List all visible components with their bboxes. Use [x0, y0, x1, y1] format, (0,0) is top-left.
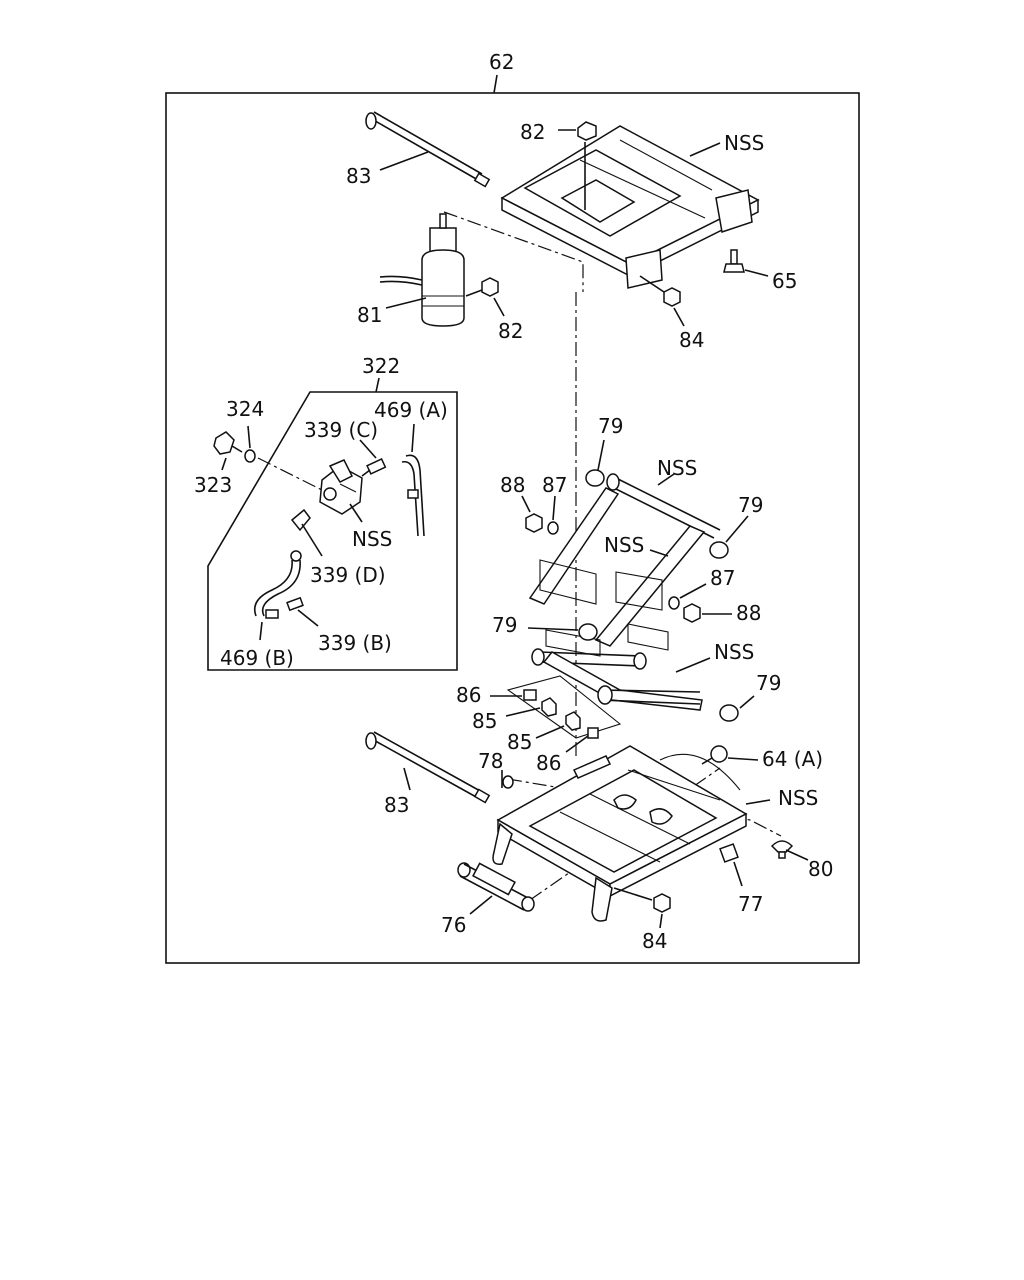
washer-324: [244, 449, 256, 463]
label-86-a: 86: [456, 683, 481, 707]
label-323: 323: [194, 473, 232, 497]
assembly-frame: [165, 92, 860, 964]
label-nss-valve: NSS: [352, 527, 392, 551]
label-81: 81: [357, 303, 382, 327]
nut-82-side: [481, 277, 499, 297]
hose-469a: [401, 454, 425, 537]
bolt-64a: [701, 745, 728, 765]
bolt-65: [723, 249, 745, 273]
hose-469b: [253, 550, 302, 619]
label-65: 65: [772, 269, 797, 293]
clip-78: [502, 775, 514, 789]
label-78: 78: [478, 749, 503, 773]
top-mounting-plate: [500, 125, 760, 289]
control-valve: [319, 459, 363, 515]
label-76: 76: [441, 913, 466, 937]
bushing-79-c: [578, 623, 598, 641]
label-nss-link1: NSS: [657, 456, 697, 480]
bushing-79-d: [719, 704, 739, 722]
label-79-d: 79: [756, 671, 781, 695]
label-83-top: 83: [346, 164, 371, 188]
label-85-b: 85: [507, 730, 532, 754]
label-84-bottom: 84: [642, 929, 667, 953]
label-nss-base: NSS: [778, 786, 818, 810]
label-nss-top: NSS: [724, 131, 764, 155]
label-82-side: 82: [498, 319, 523, 343]
label-86-b: 86: [536, 751, 561, 775]
bolt-323: [213, 431, 243, 455]
bolt-85-b: [565, 711, 581, 731]
label-77: 77: [738, 892, 763, 916]
collar-86-b: [587, 727, 599, 739]
label-339c: 339 (C): [304, 418, 378, 442]
label-83-bottom: 83: [384, 793, 409, 817]
collar-86-a: [523, 689, 537, 701]
label-82-top: 82: [520, 120, 545, 144]
label-339d: 339 (D): [310, 563, 386, 587]
elbow-339d: [290, 508, 311, 532]
bolt-85-a: [541, 697, 557, 717]
long-bolt-83-top: [365, 111, 491, 188]
washer-87-b: [668, 596, 680, 610]
label-87-b: 87: [710, 566, 735, 590]
base-frame: [492, 745, 748, 922]
bushing-79-a: [585, 469, 605, 487]
label-85-a: 85: [472, 709, 497, 733]
scissor-linkage-upper: [506, 473, 721, 739]
label-64a: 64 (A): [762, 747, 823, 771]
label-324: 324: [226, 397, 264, 421]
washer-87-a: [547, 521, 559, 535]
label-79-c: 79: [492, 613, 517, 637]
nut-88-a: [525, 513, 543, 533]
nut-88-b: [683, 603, 701, 623]
air-spring-81: [379, 213, 465, 327]
nut-82-top: [577, 121, 597, 141]
shock-absorber-76: [457, 862, 535, 912]
fitting-339c: [366, 457, 387, 475]
fitting-339b: [286, 596, 304, 612]
label-469b: 469 (B): [220, 646, 294, 670]
label-79-a: 79: [598, 414, 623, 438]
label-88-b: 88: [736, 601, 761, 625]
label-88-a: 88: [500, 473, 525, 497]
bushing-79-b: [709, 541, 729, 559]
pin-77: [719, 843, 739, 863]
nut-84-top: [663, 287, 681, 307]
label-469a: 469 (A): [374, 398, 448, 422]
label-nss-link2: NSS: [604, 533, 644, 557]
nut-84-bottom: [653, 893, 671, 913]
label-nss-link3: NSS: [714, 640, 754, 664]
subassembly-number: 322: [362, 354, 400, 378]
label-80: 80: [808, 857, 833, 881]
long-bolt-83-bottom: [365, 731, 491, 804]
label-79-b: 79: [738, 493, 763, 517]
valve-subassembly-frame: [207, 391, 458, 671]
knob-80: [770, 840, 794, 859]
label-339b: 339 (B): [318, 631, 392, 655]
label-84-top: 84: [679, 328, 704, 352]
label-87-a: 87: [542, 473, 567, 497]
assembly-number: 62: [489, 50, 514, 74]
